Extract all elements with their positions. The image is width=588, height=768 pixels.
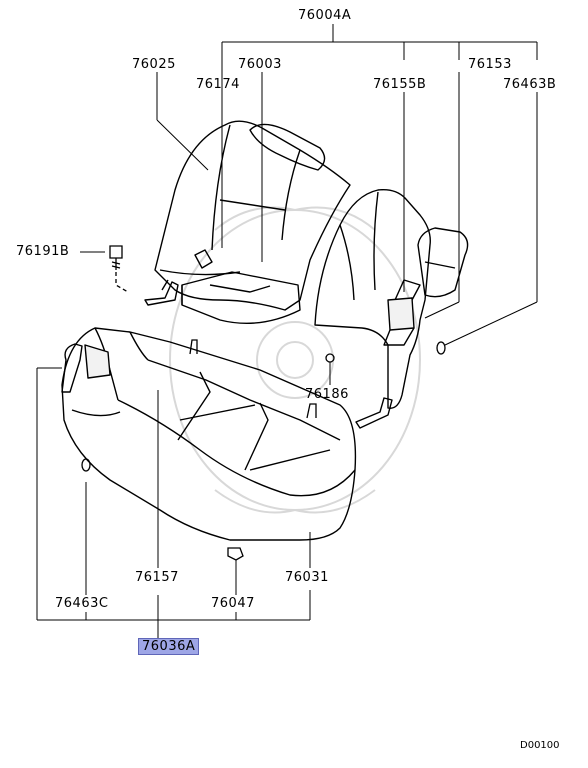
seat-back <box>144 120 351 324</box>
diagram-code: D00100 <box>520 740 560 751</box>
part-label-76047: 76047 <box>211 596 255 611</box>
part-label-76036a-highlighted[interactable]: 76036A <box>138 638 200 655</box>
part-label-76003: 76003 <box>238 57 282 72</box>
part-label-76191b: 76191B <box>16 244 70 259</box>
seat-back-right <box>314 188 469 429</box>
part-label-76463b: 76463B <box>503 77 557 92</box>
part-label-76004a: 76004A <box>298 8 352 23</box>
part-label-76463c: 76463C <box>55 596 109 611</box>
part-label-76031: 76031 <box>285 570 329 585</box>
watermark-emblem <box>169 206 421 514</box>
part-label-76174: 76174 <box>196 77 240 92</box>
part-label-76157: 76157 <box>135 570 179 585</box>
part-label-76025: 76025 <box>132 57 176 72</box>
part-label-76155b: 76155B <box>373 77 427 92</box>
part-label-76186: 76186 <box>305 387 349 402</box>
seat-cushion <box>61 327 357 541</box>
leader-lines <box>36 24 538 638</box>
part-label-76153: 76153 <box>468 57 512 72</box>
